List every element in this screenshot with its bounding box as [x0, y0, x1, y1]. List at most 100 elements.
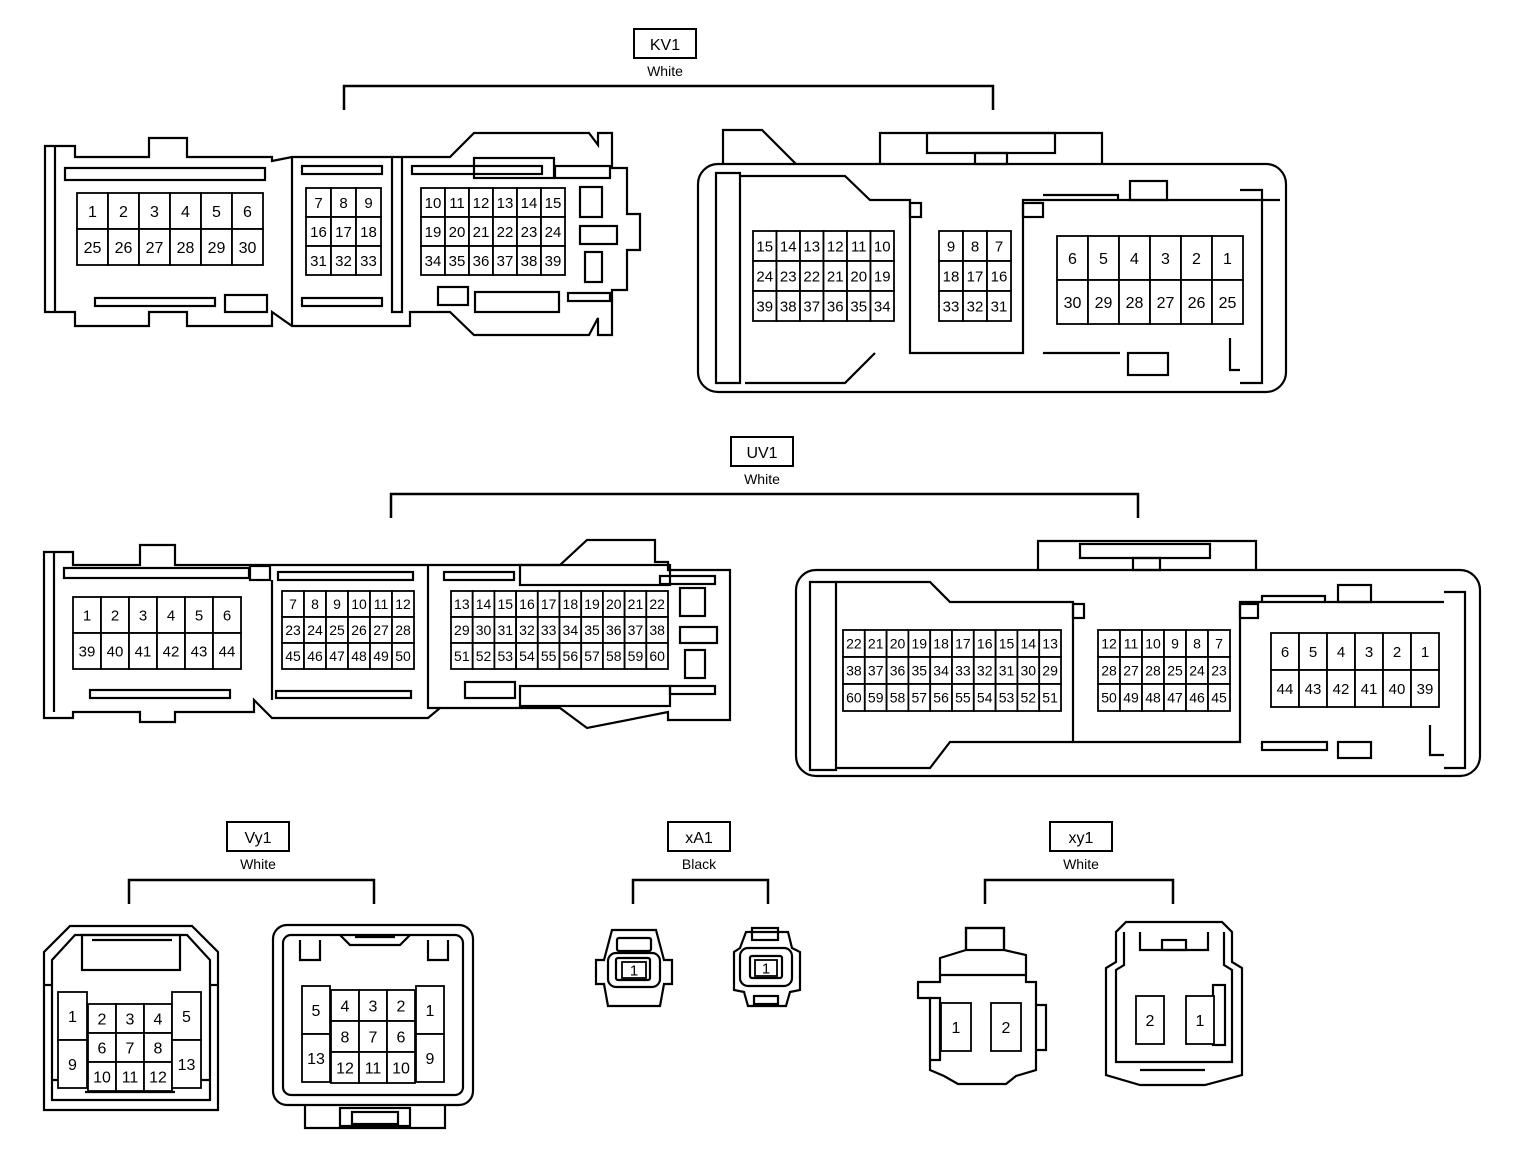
pin-number: 37	[803, 298, 820, 315]
pin-cavity: 30	[1016, 656, 1041, 685]
pin-cavity: 10	[386, 1051, 416, 1084]
pin-number: 18	[563, 596, 579, 612]
pin-cavity: 28	[391, 616, 415, 644]
pin-number: 13	[1042, 636, 1058, 652]
pin-number: 36	[606, 622, 622, 638]
pin-cavity: 13	[1038, 629, 1062, 658]
connector-uv1-right	[794, 539, 1482, 778]
pin-cavity: 4	[169, 192, 202, 230]
pin-cavity: 2	[87, 1003, 117, 1034]
pin-cavity: 9	[415, 1033, 445, 1083]
pin-number: 30	[1021, 663, 1037, 679]
pin-cavity: 4	[1118, 235, 1151, 281]
pin-number: 33	[541, 622, 557, 638]
pin-cavity: 3	[128, 596, 158, 634]
pin-cavity: 26	[107, 228, 140, 266]
pin-cavity: 38	[516, 245, 542, 276]
pin-number: 47	[329, 648, 345, 664]
pin-cavity: 34	[929, 656, 953, 685]
pin-number: 52	[1021, 690, 1037, 706]
pin-number: 10	[351, 596, 367, 612]
pin-number: 28	[1126, 295, 1144, 312]
pin-cavity: 57	[580, 642, 604, 670]
pin-cavity: 53	[493, 642, 517, 670]
pin-number: 9	[947, 238, 955, 255]
pin-cavity: 9	[1163, 629, 1187, 658]
pin-number: 57	[584, 648, 600, 664]
pin-number: 8	[341, 1029, 350, 1046]
group-label-vy1: Vy1 White	[127, 821, 376, 904]
pin-number: 50	[1101, 690, 1117, 706]
pin-number: 53	[497, 648, 513, 664]
pin-number: 11	[374, 596, 389, 612]
pin-number: 60	[649, 648, 665, 664]
pin-number: 32	[335, 253, 352, 270]
connector-kv1-right	[696, 128, 1288, 394]
pin-number: 38	[521, 253, 538, 270]
pin-cavity: 8	[330, 187, 357, 218]
pin-number: 25	[1219, 295, 1237, 312]
pin-number: 40	[1389, 681, 1406, 698]
pin-cavity: 10	[87, 1061, 117, 1092]
pin-cavity: 6	[1270, 632, 1300, 671]
pin-number: 37	[497, 253, 514, 270]
pin-cavity: 20	[444, 216, 470, 247]
pin-cavity: 7	[281, 590, 305, 618]
pin-cavity: 40	[100, 632, 130, 670]
pin-number: 5	[195, 607, 203, 624]
pin-number: 1	[630, 962, 638, 979]
pin-cavity: 7	[115, 1032, 145, 1063]
pin-cavity: 49	[369, 642, 393, 670]
pin-number: 7	[995, 238, 1003, 255]
pin-cavity: 15	[752, 230, 778, 262]
pin-number: 58	[606, 648, 622, 664]
pin-number: 11	[449, 195, 465, 212]
group-label-xy1: xy1 White	[983, 821, 1175, 904]
pin-cavity: 8	[330, 1020, 360, 1053]
pin-cavity: 60	[842, 683, 866, 712]
pin-number: 3	[1365, 644, 1373, 661]
pin-cavity: 5	[1298, 632, 1328, 671]
pin-number: 15	[497, 596, 513, 612]
pin-number: 13	[307, 1051, 325, 1068]
pin-number: 25	[84, 240, 102, 257]
pin-number: 48	[351, 648, 367, 664]
pin-cavity: 6	[231, 192, 264, 230]
pin-cavity: 3	[1354, 632, 1384, 671]
pin-cavity: 8	[303, 590, 327, 618]
pin-cavity: 58	[885, 683, 910, 712]
pin-number: 32	[977, 663, 993, 679]
pin-cavity: 41	[128, 632, 158, 670]
connector-vy1-right	[271, 923, 475, 1130]
pin-cavity: 21	[822, 260, 848, 292]
pin-number: 42	[163, 643, 180, 660]
pin-number: 10	[425, 195, 442, 212]
pin-number: 25	[1167, 663, 1183, 679]
pin-cavity: 53	[994, 683, 1019, 712]
pin-number: 48	[1145, 690, 1161, 706]
pin-cavity: 5	[184, 596, 214, 634]
pin-number: 13	[178, 1057, 196, 1074]
pin-cavity: 47	[325, 642, 349, 670]
pin-cavity: 18	[938, 260, 964, 292]
pin-cavity: 31	[305, 245, 332, 276]
pin-number: 7	[369, 1029, 378, 1046]
pin-number: 12	[149, 1069, 167, 1086]
pin-cavity: 5	[301, 985, 331, 1035]
pin-cavity: 50	[1097, 683, 1121, 712]
pin-number: 3	[139, 607, 147, 624]
pin-number: 54	[519, 648, 535, 664]
pin-cavity: 35	[846, 290, 872, 322]
pin-cavity: 1	[1211, 235, 1244, 281]
pin-number: 51	[454, 648, 470, 664]
pin-number: 21	[868, 636, 884, 652]
pin-number: 37	[628, 622, 644, 638]
pin-cavity: 2	[107, 192, 140, 230]
pin-cavity: 26	[1180, 279, 1213, 325]
pin-number: 1	[1421, 644, 1429, 661]
pin-number: 6	[98, 1040, 107, 1057]
pin-cavity: 51	[1038, 683, 1062, 712]
pin-cavity: 30	[471, 616, 496, 644]
pin-cavity: 5	[171, 991, 202, 1041]
